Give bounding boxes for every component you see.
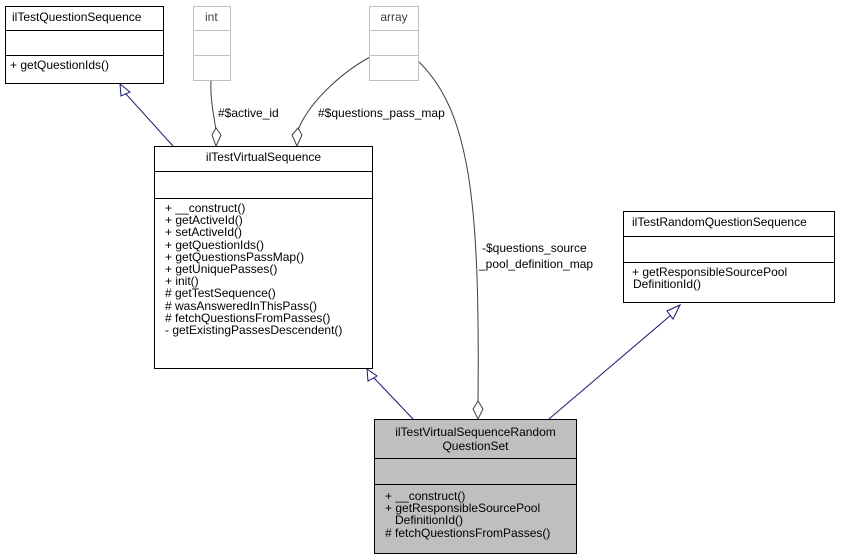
class-operations: + getQuestionIds() <box>6 56 163 74</box>
class-name: ilTestVirtualSequence <box>155 147 372 172</box>
class-operations <box>194 56 230 80</box>
class-attributes <box>624 237 834 263</box>
class-ilTestVirtualSequence[interactable]: ilTestVirtualSequence + __construct() + … <box>154 146 373 369</box>
class-ilTestQuestionSequence[interactable]: ilTestQuestionSequence + getQuestionIds(… <box>5 6 164 84</box>
inheritance-arrowhead <box>366 367 378 382</box>
inheritance-edge-randomset-to-random-seq <box>548 314 672 420</box>
class-name: ilTestQuestionSequence <box>6 7 163 31</box>
operation: DefinitionId() <box>395 513 464 528</box>
class-array[interactable]: array <box>369 6 419 81</box>
operation: # fetchQuestionsFromPasses() <box>385 525 551 540</box>
class-operations <box>370 56 418 80</box>
operation: + setActiveId() <box>165 225 243 240</box>
operation: - getExistingPassesDescendent() <box>165 323 343 338</box>
operation: + __construct() <box>165 201 246 215</box>
class-name-line: ilTestVirtualSequenceRandom <box>395 425 556 439</box>
class-ilTestRandomQuestionSequence[interactable]: ilTestRandomQuestionSequence + getRespon… <box>623 211 835 303</box>
operation: + getActiveId() <box>165 213 243 228</box>
operation: + getResponsibleSourcePool <box>632 265 788 279</box>
class-name: ilTestRandomQuestionSequence <box>624 212 834 237</box>
class-name: int <box>194 7 230 31</box>
operation: + getQuestionIds() <box>165 237 265 252</box>
class-attributes <box>375 459 576 485</box>
class-ilTestVirtualSequenceRandomQuestionSet[interactable]: ilTestVirtualSequenceRandom QuestionSet … <box>374 419 577 554</box>
inheritance-arrowhead <box>119 82 131 97</box>
class-attributes <box>370 31 418 56</box>
class-name: array <box>370 7 418 31</box>
class-operations: + getResponsibleSourcePool DefinitionId(… <box>624 263 834 293</box>
class-operations: + __construct() + getActiveId() + setAct… <box>155 199 372 339</box>
operation: + getUniquePasses() <box>165 262 278 277</box>
operation: + getQuestionIds() <box>10 58 110 72</box>
operation: + __construct() <box>385 489 466 503</box>
class-name-line: QuestionSet <box>442 439 509 453</box>
operation: + init() <box>165 274 199 289</box>
association-edge-active-id <box>210 79 217 131</box>
association-edge-questions-pass-map <box>297 55 373 131</box>
operation: # wasAnsweredInThisPass() <box>165 298 318 313</box>
operation: + getQuestionsPassMap() <box>165 249 305 264</box>
aggregation-diamond <box>211 127 222 148</box>
edge-label-questions-pass-map: #$questions_pass_map <box>318 106 445 120</box>
aggregation-diamond <box>291 127 303 148</box>
inheritance-arrowhead <box>666 303 682 320</box>
edge-label-active-id: #$active_id <box>218 106 279 120</box>
operation: + getResponsibleSourcePool <box>385 501 541 516</box>
aggregation-diamond <box>472 400 484 421</box>
class-attributes <box>155 172 372 199</box>
operation: # getTestSequence() <box>165 286 276 301</box>
class-operations: + __construct() + getResponsibleSourcePo… <box>375 485 576 542</box>
class-int[interactable]: int <box>193 6 231 81</box>
edge-label-source-pool-map-line1: -$questions_source <box>482 241 587 255</box>
operation: # fetchQuestionsFromPasses() <box>165 310 331 325</box>
class-attributes <box>6 31 163 56</box>
class-name: ilTestVirtualSequenceRandom QuestionSet <box>375 420 576 459</box>
inheritance-edge-randomset-to-virtual <box>373 377 414 420</box>
inheritance-edge-virtual-to-question-seq <box>125 93 174 147</box>
operation: DefinitionId() <box>633 277 702 292</box>
class-attributes <box>194 31 230 56</box>
edge-label-source-pool-map-line2: _pool_definition_map <box>479 257 594 271</box>
association-edge-source-pool-map <box>416 59 479 403</box>
